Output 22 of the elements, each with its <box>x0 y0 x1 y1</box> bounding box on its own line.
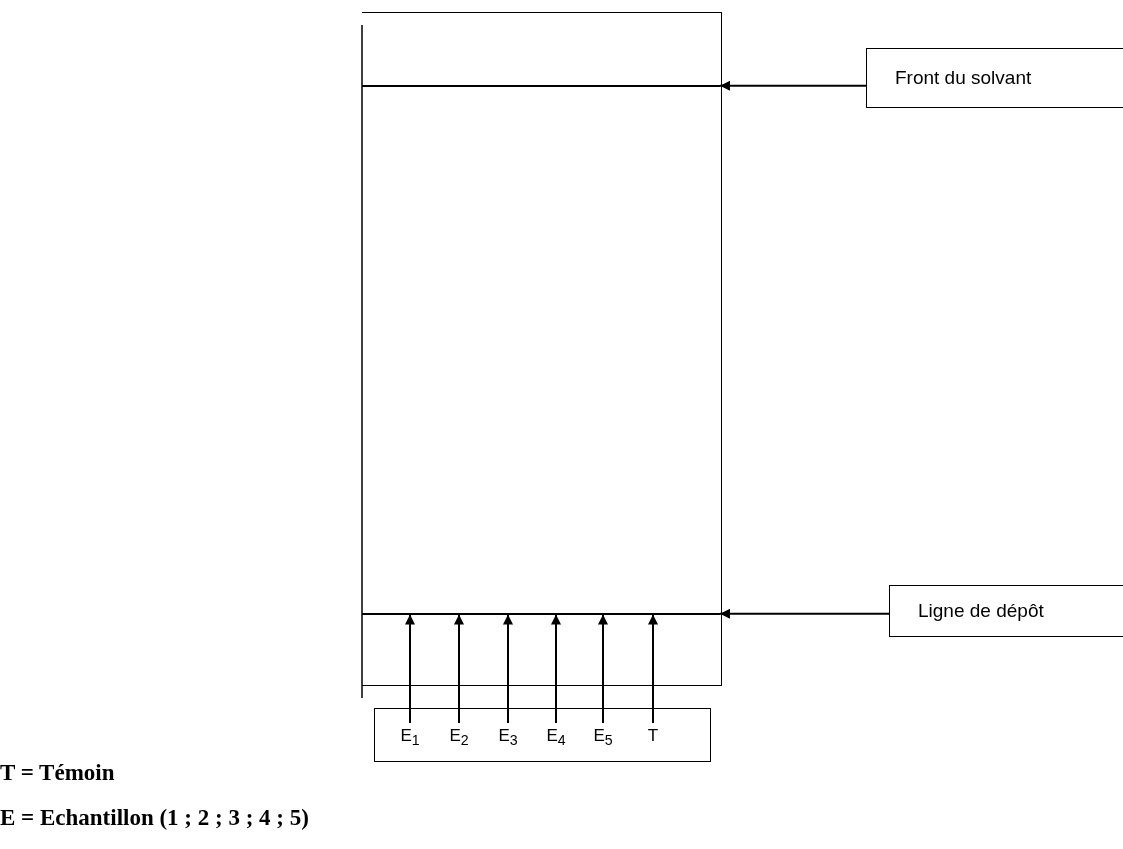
sample-label: T <box>638 723 668 749</box>
sample-label: E$_{1}$ <box>395 723 425 749</box>
arrow <box>719 80 867 91</box>
legend-note: E = Echantillon (1 ; 2 ; 3 ; 4 ; 5) <box>0 805 309 831</box>
line-mark <box>362 613 720 615</box>
arrow <box>598 613 608 724</box>
callout-box: Ligne de dépôt <box>889 585 1123 637</box>
callout-box: Front du solvant <box>866 48 1123 108</box>
sample-label: E$_{4}$ <box>541 723 571 749</box>
sample-strip-box <box>374 708 711 762</box>
arrow <box>503 613 513 724</box>
sample-label: E$_{3}$ <box>493 723 523 749</box>
sample-label: E$_{5}$ <box>588 723 618 749</box>
sample-label: E$_{2}$ <box>444 723 474 749</box>
legend-note: T = Témoin <box>0 760 115 786</box>
line-mark <box>362 85 720 87</box>
arrow <box>454 613 464 724</box>
arrow <box>719 608 890 619</box>
arrow <box>551 613 561 724</box>
arrow <box>648 613 658 724</box>
arrow <box>405 613 415 724</box>
plate-outline <box>362 12 722 686</box>
